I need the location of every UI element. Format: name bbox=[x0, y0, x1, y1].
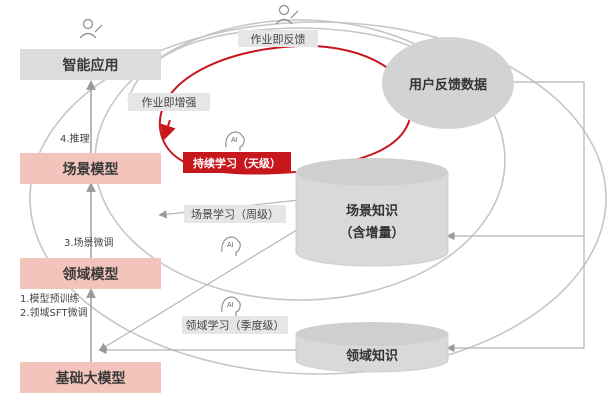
feedback-ellipse bbox=[382, 37, 514, 129]
tag-instant-feedback-label: 作业即反馈 bbox=[250, 32, 306, 46]
ai-head-icon-1 bbox=[225, 131, 245, 151]
ai-badge-2: AI bbox=[227, 242, 234, 249]
tag-instant-enhance-label: 作业即增强 bbox=[141, 96, 197, 109]
feedback-label: 用户反馈数据 bbox=[408, 77, 487, 93]
domain-knowledge-label: 领域知识 bbox=[345, 348, 398, 364]
step-scene-finetune: 3.场景微调 bbox=[64, 238, 114, 249]
app-box: 智能应用 bbox=[20, 49, 161, 80]
user-edit-icon-left bbox=[79, 18, 103, 39]
ai-head-icon-3 bbox=[221, 296, 241, 316]
domain-knowledge-cylinder bbox=[295, 322, 449, 373]
user-edit-icon-top bbox=[275, 4, 299, 25]
domain-model-label: 领域模型 bbox=[62, 266, 119, 283]
tag-continuous-learning-label: 持续学习（天级） bbox=[193, 156, 281, 170]
base-model-box: 基础大模型 bbox=[20, 362, 161, 393]
scene-model-label: 场景模型 bbox=[62, 161, 119, 178]
app-label: 智能应用 bbox=[62, 57, 119, 74]
tag-domain-learning-label: 领域学习（季度级） bbox=[185, 319, 285, 332]
scene-model-box: 场景模型 bbox=[20, 153, 161, 184]
tag-domain-learning: 领域学习（季度级） bbox=[182, 316, 288, 334]
scene-knowledge-cylinder bbox=[295, 158, 449, 267]
tag-scene-learning-label: 场景学习（周级） bbox=[191, 208, 279, 221]
ai-badge-3: AI bbox=[227, 302, 234, 309]
outer-loop bbox=[29, 21, 607, 375]
scene-knowledge-sublabel: （含增量） bbox=[339, 225, 405, 241]
tag-instant-enhance: 作业即增强 bbox=[128, 93, 210, 111]
step-inference: 4.推理 bbox=[60, 134, 90, 145]
step-pretrain: 1.模型预训练 bbox=[20, 294, 80, 305]
tag-scene-learning: 场景学习（周级） bbox=[184, 205, 286, 223]
scene-knowledge-label: 场景知识 bbox=[345, 203, 398, 219]
domain-model-box: 领域模型 bbox=[20, 258, 161, 289]
step-domain-sft: 2.领域SFT微调 bbox=[20, 308, 88, 319]
base-model-label: 基础大模型 bbox=[55, 370, 126, 387]
ai-head-icon-2 bbox=[221, 236, 241, 256]
ai-badge-1: AI bbox=[231, 137, 238, 144]
tag-continuous-learning: 持续学习（天级） bbox=[183, 152, 291, 173]
tag-instant-feedback: 作业即反馈 bbox=[238, 30, 318, 47]
